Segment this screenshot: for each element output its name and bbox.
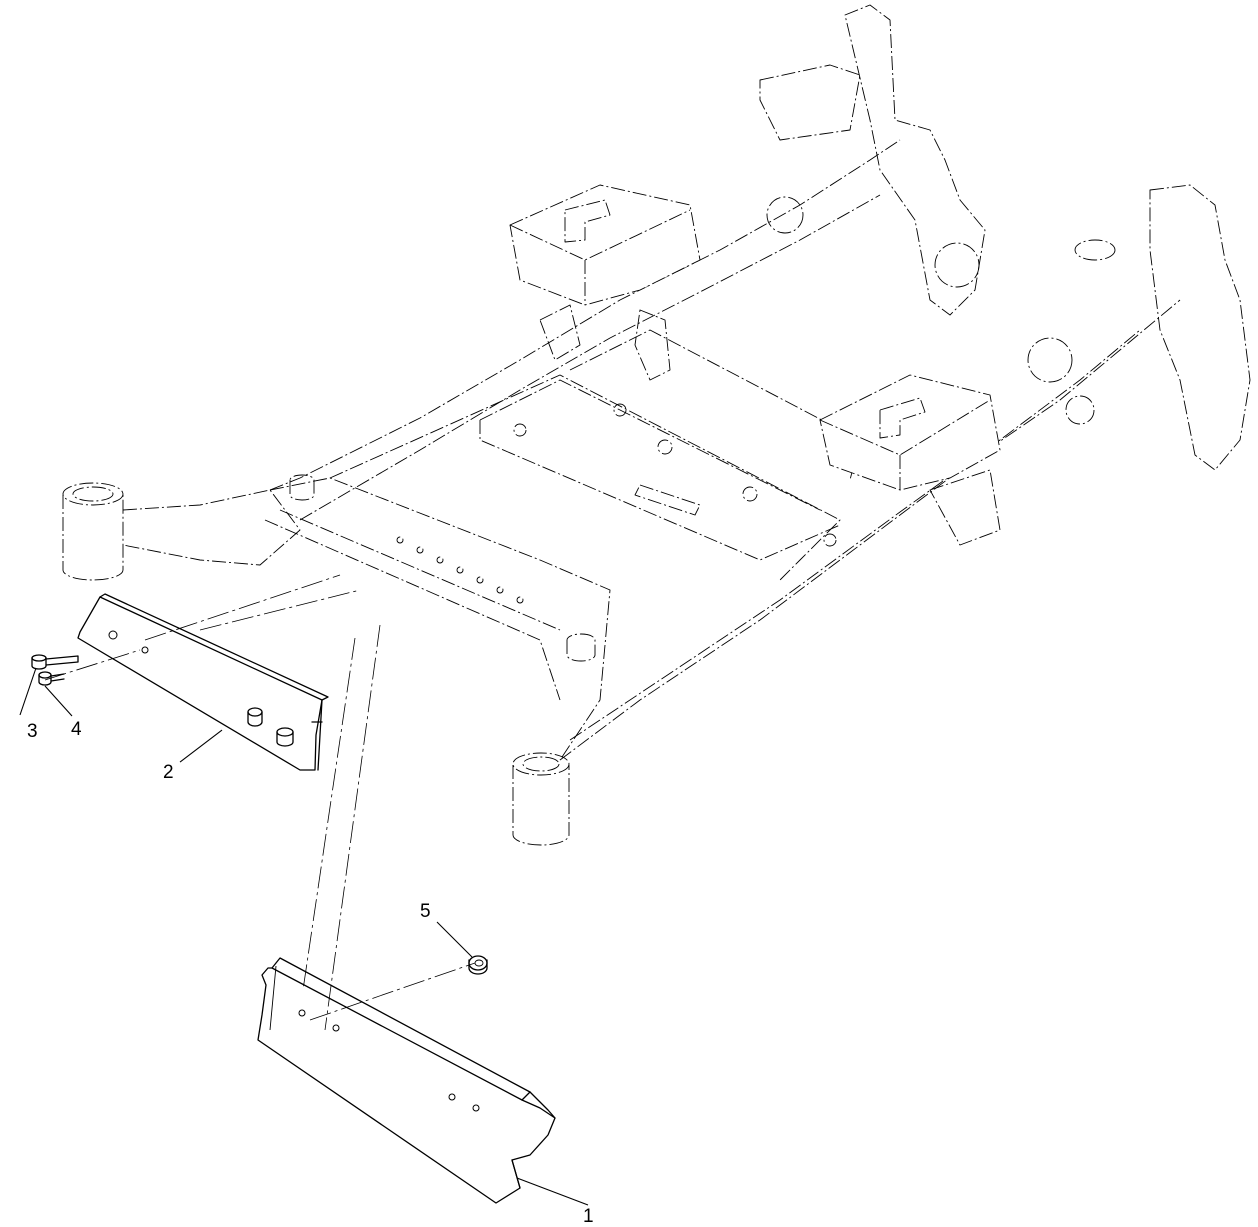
bolt bbox=[31, 654, 79, 670]
callout-4: 4 bbox=[71, 719, 82, 740]
lower-shield-plate bbox=[257, 957, 556, 1204]
leader-1 bbox=[516, 1177, 589, 1206]
mower-frame bbox=[62, 4, 1251, 846]
callout-1: 1 bbox=[583, 1206, 594, 1227]
callout-labels: 1 2 3 4 5 bbox=[27, 719, 594, 1227]
callout-3: 3 bbox=[27, 721, 38, 742]
flange-nut bbox=[468, 955, 488, 975]
callout-2: 2 bbox=[163, 762, 174, 783]
leader-3 bbox=[19, 667, 37, 716]
assembly-centerlines bbox=[44, 574, 476, 1031]
leader-5 bbox=[436, 921, 473, 958]
leader-4 bbox=[44, 685, 73, 717]
front-weight-plate bbox=[77, 593, 329, 771]
leader-2 bbox=[179, 729, 223, 763]
leader-lines bbox=[19, 667, 589, 1206]
flange-bolt bbox=[38, 671, 65, 686]
callout-5: 5 bbox=[420, 901, 431, 922]
